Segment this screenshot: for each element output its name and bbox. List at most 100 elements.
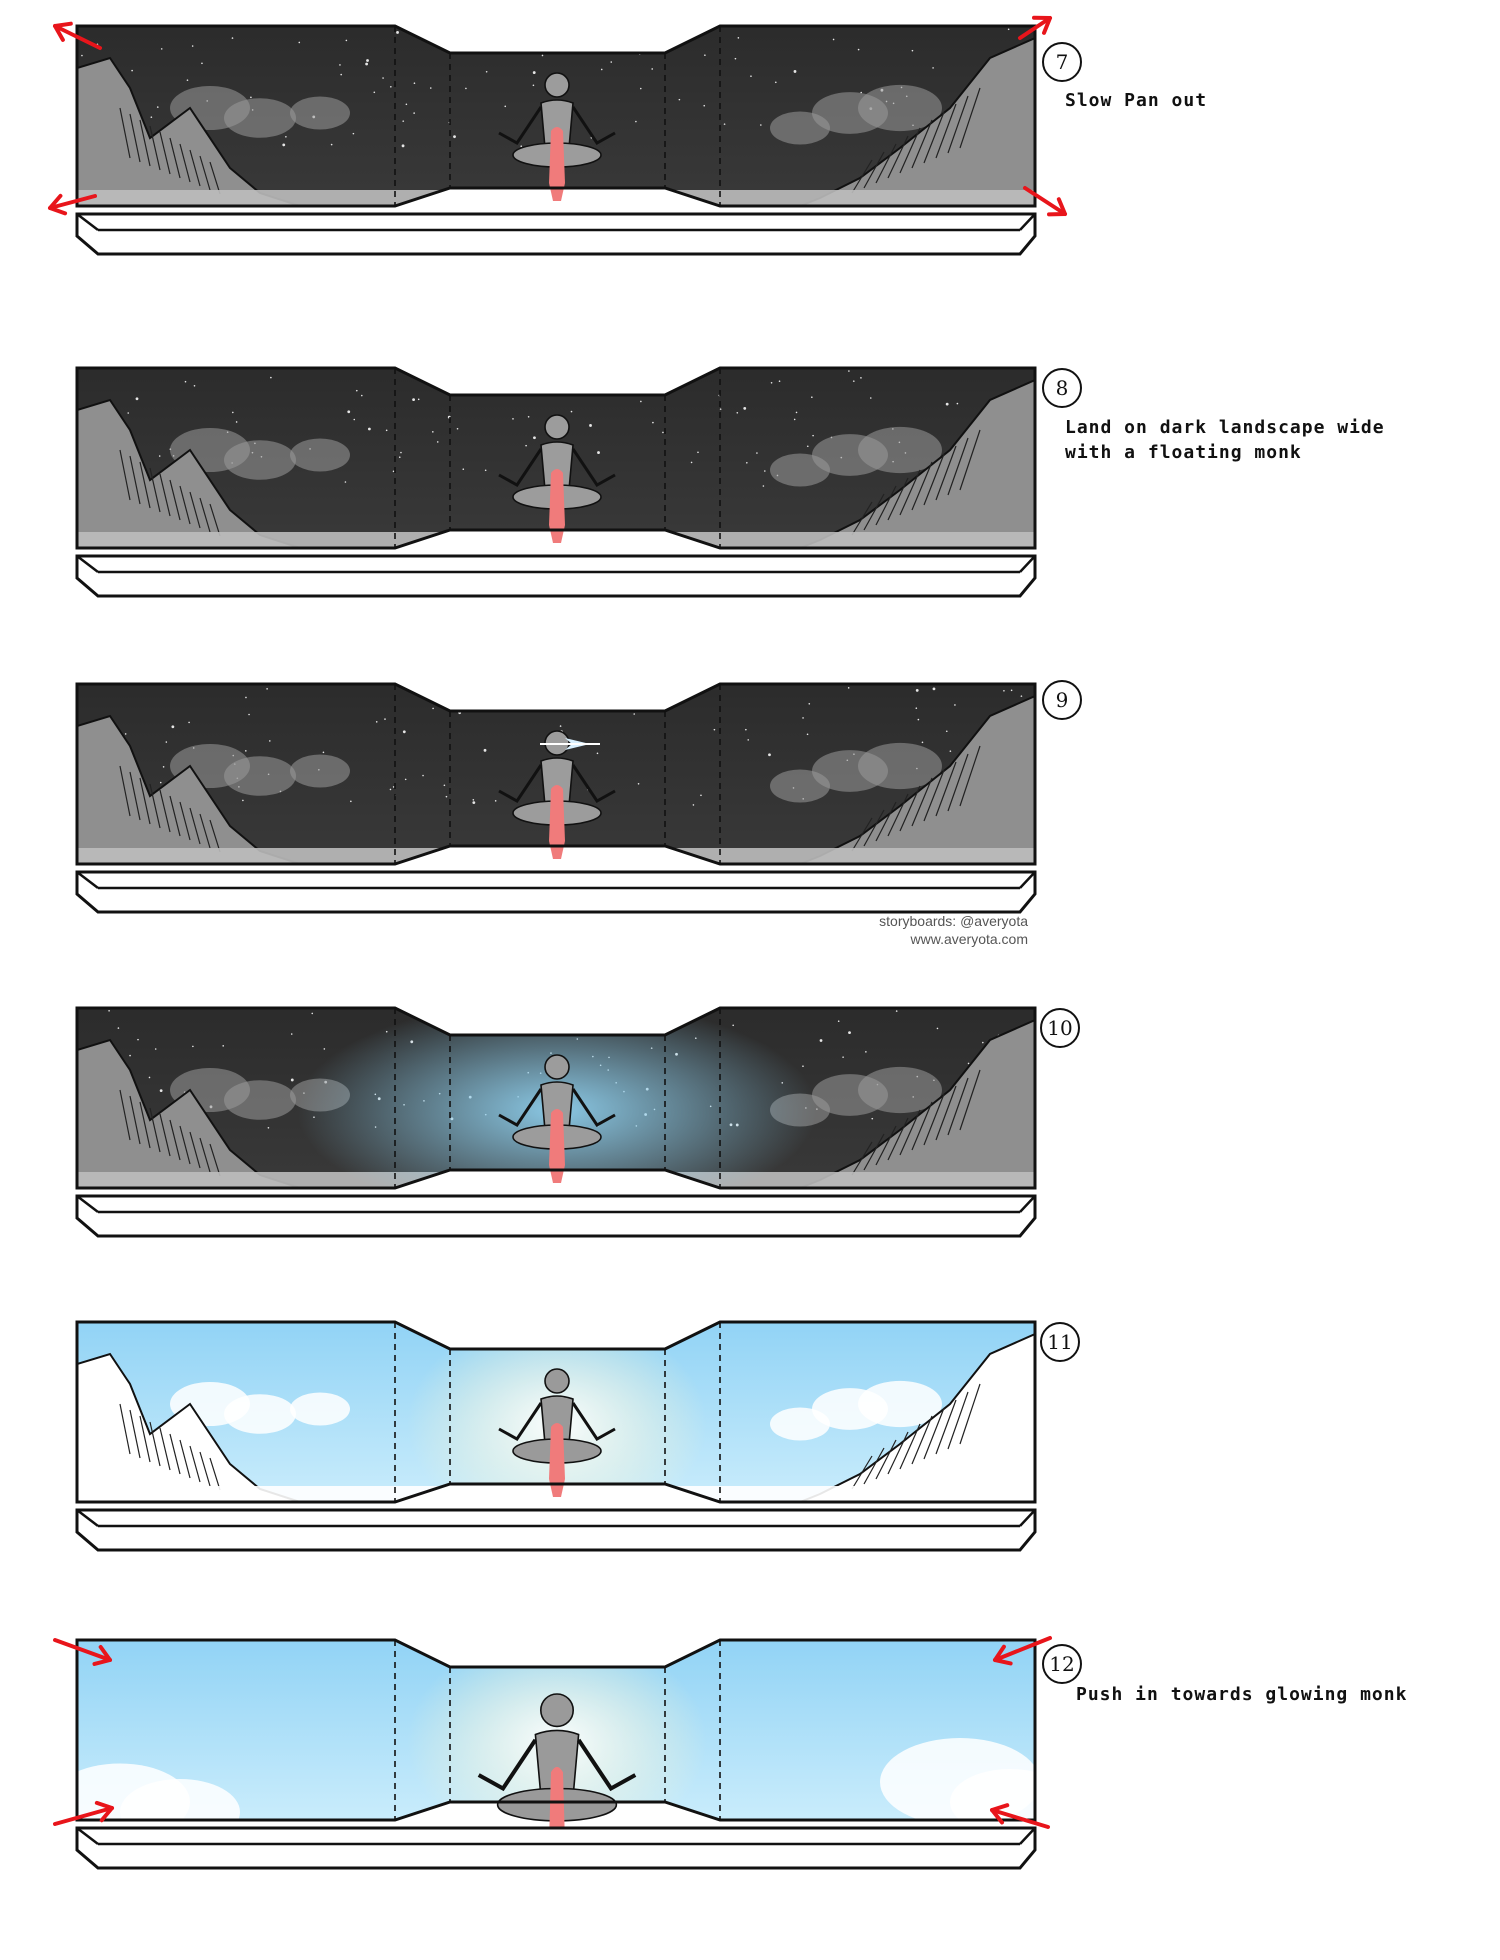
star — [135, 397, 139, 401]
star — [269, 740, 271, 742]
rock-hatch — [169, 137, 181, 179]
rock-hatch — [863, 1447, 885, 1485]
rock-hatch — [947, 1391, 969, 1450]
star — [662, 431, 664, 434]
star — [344, 481, 347, 483]
star — [811, 396, 813, 399]
camera-arrow-icon — [993, 1636, 1052, 1666]
star — [917, 718, 920, 721]
star — [159, 1089, 163, 1093]
rock-hatch — [209, 1457, 221, 1491]
star — [690, 461, 693, 464]
star — [366, 59, 369, 62]
star — [375, 721, 378, 723]
star — [563, 377, 565, 379]
rock-hatch — [863, 493, 885, 531]
star — [633, 713, 636, 715]
rock-hatch — [169, 1433, 181, 1475]
star — [422, 774, 424, 777]
star — [936, 1027, 939, 1030]
star — [361, 394, 363, 397]
star — [266, 688, 268, 690]
right-cliff — [799, 1018, 1035, 1188]
cloud — [224, 756, 296, 796]
rock-hatch — [209, 503, 221, 537]
star — [235, 421, 238, 423]
panel-number-7: 7 — [1042, 42, 1082, 82]
star — [186, 79, 189, 81]
star — [525, 444, 527, 447]
star — [150, 116, 153, 118]
star — [478, 49, 481, 52]
star — [504, 105, 507, 108]
star — [353, 418, 356, 421]
left-cliff — [77, 56, 301, 206]
camera-arrow-icon — [53, 1800, 114, 1826]
star — [282, 143, 286, 147]
rock-hatch — [875, 485, 897, 526]
star — [921, 741, 924, 744]
rock-hatch — [899, 469, 921, 516]
star — [232, 411, 234, 414]
rock-hatch — [149, 1421, 161, 1467]
rock-hatch — [899, 1423, 921, 1470]
star — [520, 145, 523, 148]
star — [551, 1014, 555, 1018]
rock-hatch — [875, 801, 897, 842]
panel-note-8-line-2: with a floating monk — [1065, 442, 1302, 463]
rock-hatch — [179, 485, 191, 525]
rock-hatch — [935, 761, 957, 817]
backdrop — [77, 368, 1035, 548]
star — [385, 429, 388, 432]
star — [137, 1038, 139, 1041]
star — [367, 427, 371, 431]
star — [158, 455, 161, 457]
star — [534, 704, 537, 707]
rock-hatch — [209, 1143, 221, 1177]
star — [129, 1054, 131, 1057]
panel-number-12: 12 — [1042, 1644, 1082, 1684]
star — [533, 436, 536, 440]
star — [573, 389, 576, 392]
star — [768, 753, 771, 757]
star — [982, 1041, 984, 1044]
star — [131, 69, 133, 72]
star — [750, 75, 752, 77]
star — [573, 1017, 575, 1019]
rock-hatch — [139, 1101, 151, 1149]
rock-hatch — [139, 777, 151, 825]
monk-figure — [498, 72, 616, 201]
star — [832, 38, 835, 41]
cloud — [290, 1392, 350, 1426]
star — [443, 784, 446, 787]
rock-hatch — [149, 467, 161, 513]
rock-hatch — [935, 445, 957, 501]
star — [764, 470, 766, 472]
rock-hatch — [947, 95, 969, 154]
rock-hatch — [189, 1445, 201, 1483]
rock-hatch — [199, 1137, 211, 1173]
star — [865, 1051, 867, 1053]
rock-hatch — [911, 119, 933, 169]
panel-note-8-line-1: Land on dark landscape wide — [1065, 417, 1385, 438]
rock-hatch — [923, 111, 945, 164]
rock-hatch — [851, 1455, 873, 1490]
set-base — [75, 870, 1037, 914]
star — [911, 49, 914, 52]
star — [512, 418, 514, 420]
cloud — [858, 1380, 942, 1428]
rock-hatch — [159, 789, 171, 833]
camera-arrow-icon — [53, 1638, 112, 1666]
star — [184, 380, 187, 383]
cloud — [858, 426, 942, 474]
rock-hatch — [119, 1089, 131, 1141]
rock-hatch — [875, 1125, 897, 1166]
camera-arrow-icon — [990, 1803, 1050, 1829]
cloud — [224, 98, 296, 138]
star — [847, 687, 850, 689]
star — [81, 54, 83, 57]
star — [949, 750, 952, 752]
star — [732, 1024, 734, 1027]
rock-hatch — [129, 1409, 141, 1459]
star — [532, 71, 536, 74]
